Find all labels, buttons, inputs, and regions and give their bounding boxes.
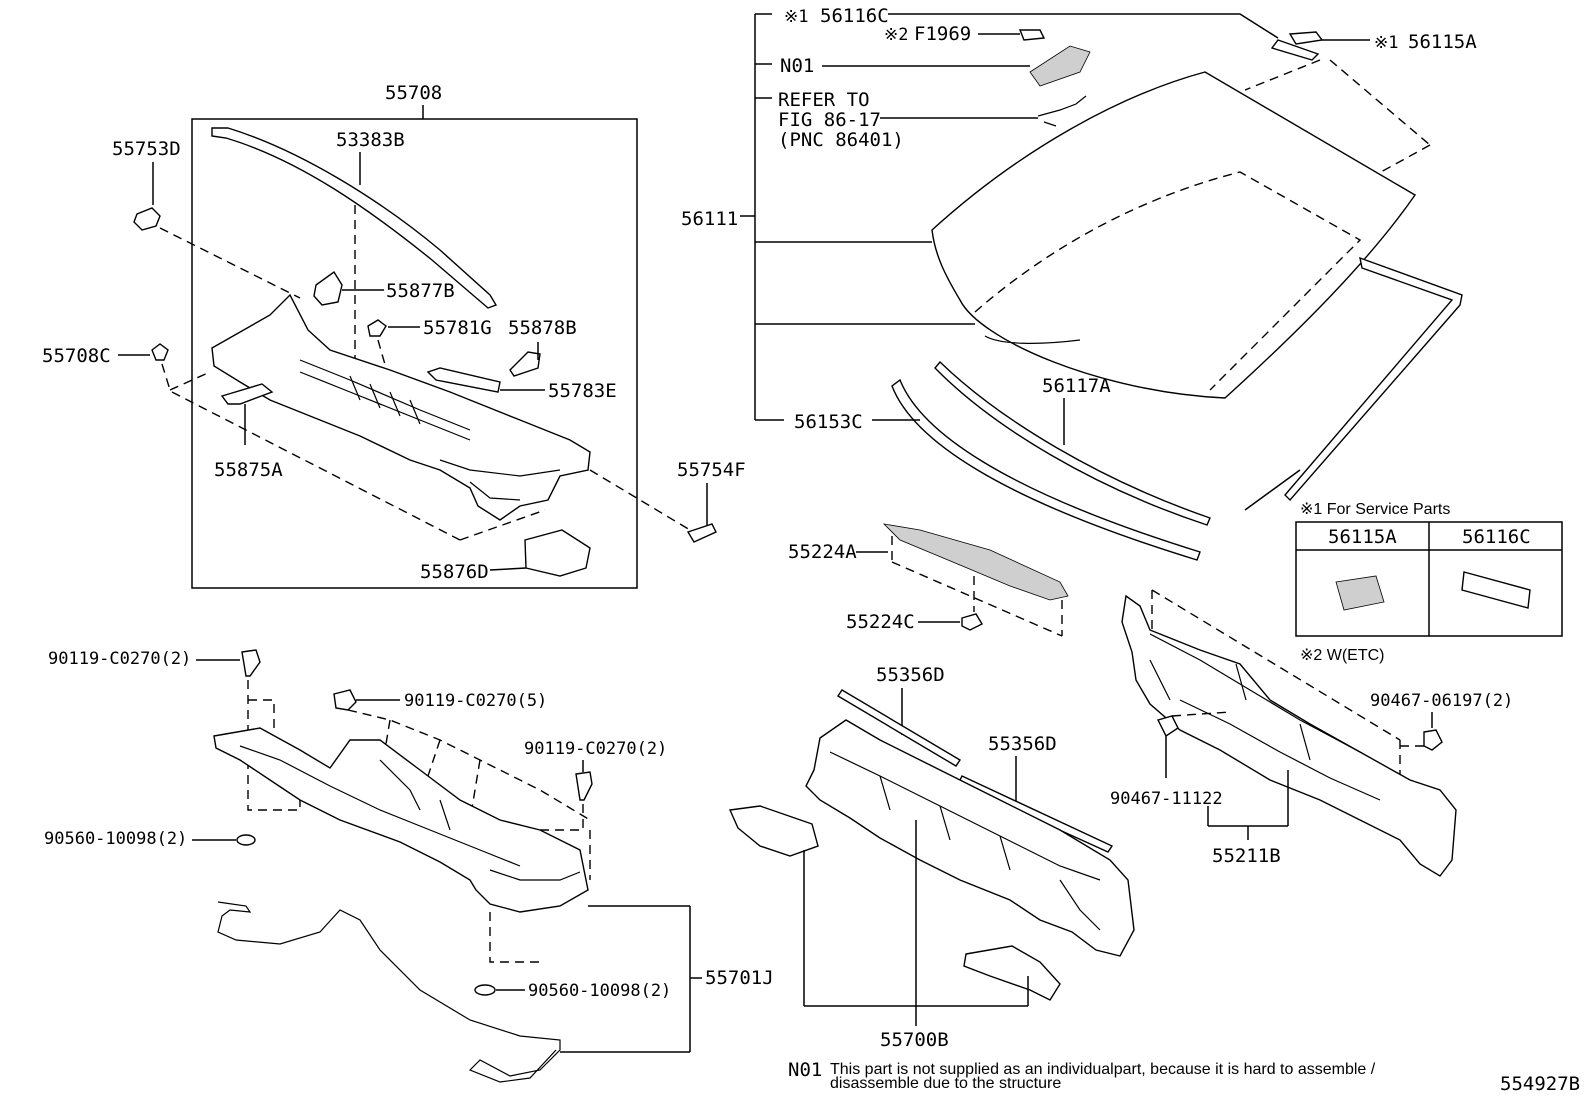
figure-id: 554927B — [1500, 1073, 1580, 1095]
windshield-group: ※1 56116C ※2 F1969 N01 REFER TO FIG 86-1… — [681, 5, 1477, 561]
bolt-90119-b — [333, 689, 357, 711]
label-55700B: 55700B — [880, 1029, 949, 1051]
note-w-etc: ※2 W(ETC) — [1300, 647, 1385, 664]
label-90560-a: 90560-10098(2) — [44, 829, 187, 849]
seal-hose — [217, 901, 561, 1083]
extension-right — [963, 945, 1061, 1001]
group-box-55708 — [191, 118, 638, 589]
label-N01: N01 — [780, 55, 814, 77]
part-image-56116C — [1461, 571, 1531, 609]
service-parts-col2: 56116C — [1462, 526, 1531, 548]
bolt-90119-c — [575, 771, 593, 801]
label-F1969: F1969 — [914, 23, 971, 45]
windshield-glass-56111 — [931, 71, 1417, 399]
footnote-line1: This part is not supplied as an individu… — [830, 1061, 1376, 1078]
extension-left — [728, 805, 819, 857]
label-90119-b: 90119-C0270(5) — [404, 691, 547, 711]
sensor-bracket-N01 — [1029, 45, 1091, 87]
service-parts-title: ※1 For Service Parts — [1300, 501, 1450, 518]
label-55878B: 55878B — [508, 317, 577, 339]
label-53383B: 53383B — [336, 129, 405, 151]
cowl-55211B — [1121, 594, 1457, 877]
label-55224C: 55224C — [846, 611, 915, 633]
label-56116C: 56116C — [820, 5, 889, 27]
label-90467-a: 90467-06197(2) — [1370, 691, 1513, 711]
cover-55224A — [882, 523, 1069, 601]
clip-90467-a — [1423, 729, 1443, 751]
label-55701J: 55701J — [705, 967, 774, 989]
weatherstrip-53383B — [211, 127, 498, 309]
seal-55356D-a — [837, 689, 961, 767]
label-90119-a: 90119-C0270(2) — [48, 649, 191, 669]
harness-86401 — [1037, 95, 1087, 127]
cowl-panel-55701J-group: 90119-C0270(2) 90119-C0270(5) 90119-C027… — [44, 649, 774, 1083]
service-parts-col1: 56115A — [1328, 526, 1397, 548]
label-55754F: 55754F — [677, 459, 746, 481]
label-55753D: 55753D — [112, 138, 181, 160]
label-refer-line3: (PNC 86401) — [778, 129, 904, 151]
label-55356D-a: 55356D — [876, 664, 945, 686]
seal-90560-a — [236, 834, 256, 846]
bolt-90119-a — [241, 649, 261, 677]
seal-55877B — [313, 270, 343, 306]
cover-55224-group: 55224A 55224C — [788, 523, 1069, 637]
label-56117A: 56117A — [1042, 375, 1111, 397]
seal-55876D — [524, 529, 591, 577]
footnote: N01 This part is not supplied as an indi… — [788, 1059, 1580, 1095]
label-55877B: 55877B — [386, 280, 455, 302]
cowl-louver-group: 55708 53383B 55753D 55877B 55781G 55878B… — [42, 82, 746, 589]
label-refer-line1: REFER TO — [778, 89, 870, 111]
clip-55781G — [367, 319, 387, 337]
part-56116C-mount — [1270, 39, 1320, 61]
panel-55783E — [426, 367, 501, 393]
weatherstrip-56117A — [934, 360, 1211, 526]
clip-55754F — [686, 523, 717, 543]
label-55875A: 55875A — [214, 459, 283, 481]
footnote-code: N01 — [788, 1059, 822, 1081]
cowl-55211B-group: 90467-06197(2) 90467-11122 55211B — [1110, 589, 1513, 877]
label-56111: 56111 — [681, 208, 738, 230]
molding-right — [1284, 256, 1463, 502]
part-F1969 — [1018, 29, 1046, 41]
seal-90560-b — [474, 984, 496, 996]
cowl-55700B-group: 55356D 55356D 55700B — [728, 664, 1135, 1051]
nut-55224C — [961, 613, 983, 631]
mark-56116C: ※1 — [784, 7, 808, 27]
label-55708: 55708 — [385, 82, 442, 104]
seal-55875A — [220, 383, 274, 405]
clip-55708C — [151, 343, 169, 361]
label-90119-c: 90119-C0270(2) — [524, 739, 667, 759]
label-56153C: 56153C — [794, 411, 863, 433]
seal-55878B — [509, 351, 541, 377]
mark-F1969: ※2 — [884, 25, 908, 45]
louver-main-body — [211, 293, 591, 521]
clip-90467-b — [1156, 715, 1179, 738]
label-55708C: 55708C — [42, 345, 111, 367]
label-refer-line2: FIG 86-17 — [778, 109, 881, 131]
label-55781G: 55781G — [423, 317, 492, 339]
label-55783E: 55783E — [548, 380, 617, 402]
label-56115A: 56115A — [1408, 31, 1477, 53]
part-image-56115A — [1335, 575, 1385, 611]
seal-56153C — [891, 378, 1201, 561]
label-90467-b: 90467-11122 — [1110, 789, 1223, 809]
label-55224A: 55224A — [788, 541, 857, 563]
cowl-upper-55700B — [805, 719, 1135, 957]
service-parts-table: ※1 For Service Parts 56115A 56116C ※2 W(… — [1295, 501, 1563, 664]
label-55356D-b: 55356D — [988, 733, 1057, 755]
part-56115A — [1288, 31, 1324, 45]
label-55876D: 55876D — [420, 561, 489, 583]
footnote-line2: disassemble due to the structure — [830, 1075, 1061, 1092]
clip-55753D — [133, 207, 161, 231]
label-55211B: 55211B — [1212, 845, 1281, 867]
label-90560-b: 90560-10098(2) — [528, 981, 671, 1001]
mark-56115A: ※1 — [1374, 33, 1398, 53]
